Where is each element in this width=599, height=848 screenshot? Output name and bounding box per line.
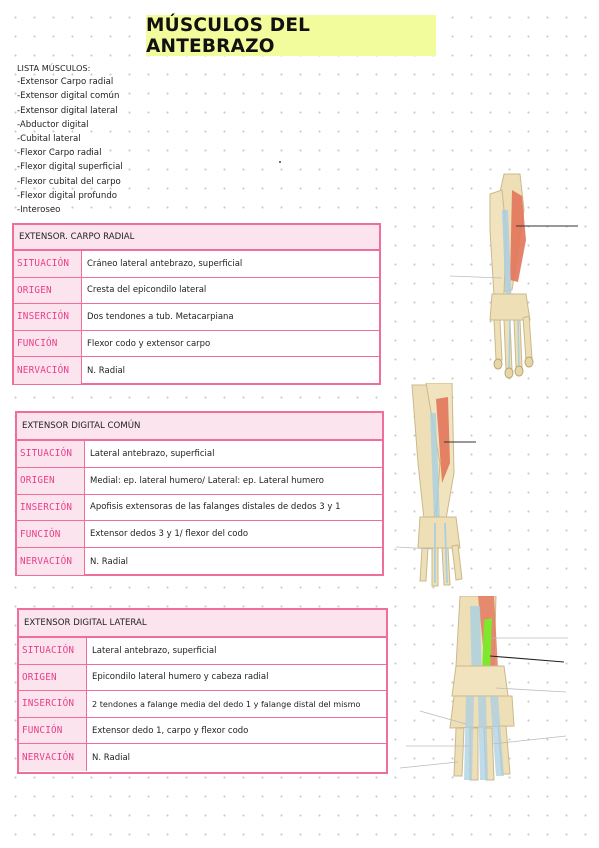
card-title: EXTENSOR. CARPO RADIAL bbox=[14, 225, 379, 251]
row-label: SITUACIÓN bbox=[14, 251, 82, 277]
card-row-origen: ORIGEN Medial: ep. lateral humero/ Later… bbox=[17, 467, 382, 495]
card-row-funcion: FUNCIÓN Extensor dedos 3 y 1/ flexor del… bbox=[17, 521, 382, 549]
forearm-illustration-2 bbox=[396, 383, 476, 587]
row-value: N. Radial bbox=[92, 752, 131, 763]
row-label: FUNCIÓN bbox=[17, 521, 85, 548]
row-label: INSERCIÓN bbox=[19, 691, 87, 717]
row-value: Apofisis extensoras de las falanges dist… bbox=[90, 502, 341, 513]
row-label: SITUACIÓN bbox=[17, 441, 85, 467]
row-label: INSERCIÓN bbox=[14, 304, 82, 330]
card-row-insercion: INSERCIÓN Apofisis extensoras de las fal… bbox=[17, 494, 382, 522]
row-label: NERVACIÓN bbox=[14, 357, 82, 384]
row-label: ORIGEN bbox=[19, 664, 87, 691]
row-label: NERVACIÓN bbox=[17, 548, 85, 575]
card-row-funcion: FUNCIÓN Flexor codo y extensor carpo bbox=[14, 330, 379, 358]
muscle-list-item: -Interoseo bbox=[17, 205, 61, 216]
card-row-situacion: SITUACIÓN Lateral antebrazo, superficial bbox=[19, 638, 386, 665]
row-value: Epicondilo lateral humero y cabeza radia… bbox=[92, 672, 269, 683]
muscle-list-item: -Flexor digital profundo bbox=[17, 190, 118, 201]
card-row-funcion: FUNCIÓN Extensor dedo 1, carpo y flexor … bbox=[19, 717, 386, 745]
row-value: Medial: ep. lateral humero/ Lateral: ep.… bbox=[90, 475, 324, 486]
row-value: Lateral antebrazo, superficial bbox=[92, 645, 217, 656]
row-value: Cráneo lateral antebrazo, superficial bbox=[87, 258, 243, 269]
row-value: Flexor codo y extensor carpo bbox=[87, 338, 211, 349]
muscle-card-extensor-digital-lateral: EXTENSOR DIGITAL LATERAL SITUACIÓN Later… bbox=[17, 608, 388, 774]
row-value: N. Radial bbox=[87, 365, 126, 376]
row-label: NERVACIÓN bbox=[19, 744, 87, 771]
card-row-nervacion: NERVACIÓN N. Radial bbox=[19, 744, 386, 771]
muscle-list-item: -Flexor Carpo radial bbox=[17, 148, 102, 159]
card-title: EXTENSOR DIGITAL COMÚN bbox=[17, 413, 382, 441]
row-label: FUNCIÓN bbox=[19, 717, 87, 744]
row-value: N. Radial bbox=[90, 556, 129, 567]
forearm-illustration-1 bbox=[449, 173, 578, 379]
card-row-insercion: INSERCIÓN Dos tendones a tub. Metacarpia… bbox=[14, 304, 379, 331]
ink-dot bbox=[279, 161, 281, 163]
muscle-card-extensor-carpo-radial: EXTENSOR. CARPO RADIAL SITUACIÓN Cráneo … bbox=[12, 223, 381, 385]
row-label: FUNCIÓN bbox=[14, 330, 82, 357]
forearm-illustration-3 bbox=[400, 596, 568, 781]
card-title: EXTENSOR DIGITAL LATERAL bbox=[19, 610, 386, 638]
row-value: Dos tendones a tub. Metacarpiana bbox=[87, 311, 234, 322]
card-row-insercion: INSERCIÓN 2 tendones a falange media del… bbox=[19, 691, 386, 718]
muscle-list-heading: LISTA MÚSCULOS: bbox=[17, 63, 91, 73]
row-label: INSERCIÓN bbox=[17, 494, 85, 521]
row-label: SITUACIÓN bbox=[19, 638, 87, 664]
row-value: Extensor dedo 1, carpo y flexor codo bbox=[92, 725, 249, 736]
page-title: MÚSCULOS DEL ANTEBRAZO bbox=[146, 15, 436, 57]
card-row-nervacion: NERVACIÓN N. Radial bbox=[17, 548, 382, 575]
card-row-situacion: SITUACIÓN Lateral antebrazo, superficial bbox=[17, 441, 382, 468]
muscle-list-item: -Cubital lateral bbox=[17, 134, 81, 145]
muscle-list-item: -Extensor digital común bbox=[17, 91, 120, 102]
row-label: ORIGEN bbox=[14, 277, 82, 304]
muscle-list-item: -Flexor digital superficial bbox=[17, 162, 123, 173]
muscle-card-extensor-digital-comun: EXTENSOR DIGITAL COMÚN SITUACIÓN Lateral… bbox=[15, 411, 384, 576]
card-row-nervacion: NERVACIÓN N. Radial bbox=[14, 357, 379, 384]
muscle-list-item: -Extensor Carpo radial bbox=[17, 77, 114, 88]
muscle-list-item: -Extensor digital lateral bbox=[17, 105, 118, 116]
card-row-origen: ORIGEN Epicondilo lateral humero y cabez… bbox=[19, 664, 386, 692]
card-row-situacion: SITUACIÓN Cráneo lateral antebrazo, supe… bbox=[14, 251, 379, 278]
row-value: Cresta del epicondilo lateral bbox=[87, 285, 207, 296]
row-label: ORIGEN bbox=[17, 467, 85, 494]
muscle-list-item: -Flexor cubital del carpo bbox=[17, 176, 121, 187]
card-row-origen: ORIGEN Cresta del epicondilo lateral bbox=[14, 277, 379, 305]
muscle-list-item: -Abductor digital bbox=[17, 119, 89, 130]
row-value: Lateral antebrazo, superficial bbox=[90, 448, 215, 459]
row-value: Extensor dedos 3 y 1/ flexor del codo bbox=[90, 529, 249, 540]
row-value: 2 tendones a falange media del dedo 1 y … bbox=[92, 698, 361, 709]
muscle-list: LISTA MÚSCULOS: -Extensor Carpo radial -… bbox=[17, 61, 123, 217]
